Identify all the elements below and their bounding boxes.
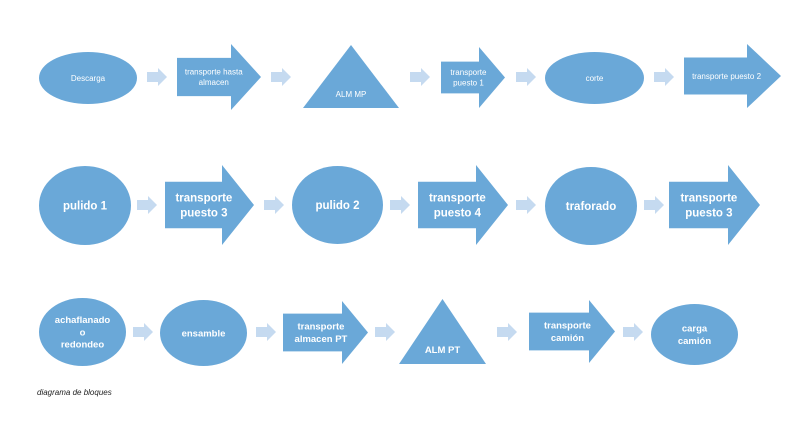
arrow-shape-r1-n2 bbox=[177, 44, 261, 110]
node-label-line-r1-n2-1: transporte hasta bbox=[185, 68, 243, 77]
node-label-r2-n3: pulido 2 bbox=[315, 200, 359, 212]
node-label-r1-n5: corte bbox=[586, 74, 604, 83]
node-label-line-r1-n2-2: almacen bbox=[199, 78, 229, 87]
connector-arrow-r3-4 bbox=[497, 323, 517, 341]
node-label-r1-n3: ALM MP bbox=[336, 90, 367, 99]
connector-arrow-r1-4 bbox=[516, 68, 536, 86]
node-label-line-r2-n1-1: pulido 1 bbox=[63, 201, 108, 213]
triangle-shape-r3-n4 bbox=[399, 299, 486, 364]
node-label-r1-n6: transporte puesto 2 bbox=[692, 72, 761, 81]
ellipse-shape-r1-n1 bbox=[39, 52, 137, 104]
node-label-line-r1-n3-1: ALM MP bbox=[336, 90, 367, 99]
diagram-caption: diagrama de bloques bbox=[37, 388, 112, 397]
circle-shape-r2-n1 bbox=[39, 166, 131, 245]
node-label-line-r2-n6-2: puesto 3 bbox=[685, 208, 732, 220]
node-label-line-r3-n1-2: o bbox=[80, 327, 86, 338]
connector-arrow-r3-1 bbox=[133, 323, 153, 341]
node-label-line-r3-n4-1: ALM PT bbox=[425, 345, 461, 356]
connector-arrow-r2-5 bbox=[644, 196, 664, 214]
connector-arrow-r2-4 bbox=[516, 196, 536, 214]
node-label-r2-n2: transporte puesto 3 bbox=[175, 193, 232, 220]
connector-arrow-r2-1 bbox=[137, 196, 157, 214]
circle-shape-r3-n1 bbox=[39, 298, 126, 366]
node-label-line-r3-n6-2: camión bbox=[678, 336, 711, 347]
node-label-line-r2-n2-1: transporte bbox=[175, 193, 232, 205]
node-label-r2-n5: traforado bbox=[566, 201, 616, 213]
node-label-line-r3-n1-1: achaflanado bbox=[55, 315, 111, 326]
connector-arrow-r2-2 bbox=[264, 196, 284, 214]
node-label-r1-n4: transporte puesto 1 bbox=[450, 68, 487, 87]
node-label-r2-n4: transporte puesto 4 bbox=[429, 193, 486, 220]
ellipse-shape-r3-n2 bbox=[160, 300, 247, 366]
arrow-shape-r1-n4 bbox=[441, 47, 505, 108]
node-label-line-r1-n5-1: corte bbox=[586, 74, 604, 83]
ellipse-shape-r2-n5 bbox=[545, 167, 637, 245]
node-label-line-r2-n4-2: puesto 4 bbox=[434, 208, 482, 220]
connector-arrow-r2-3 bbox=[390, 196, 410, 214]
triangle-shape-r1-n3 bbox=[303, 45, 399, 108]
connector-arrow-r3-3 bbox=[375, 323, 395, 341]
connector-arrow-r3-5 bbox=[623, 323, 643, 341]
circle-shape-r2-n3 bbox=[292, 166, 383, 244]
node-label-line-r1-n4-2: puesto 1 bbox=[453, 79, 484, 88]
connector-arrow-r1-2 bbox=[271, 68, 291, 86]
node-label-line-r1-n6-1: transporte puesto 2 bbox=[692, 72, 761, 81]
ellipse-shape-r1-n5 bbox=[545, 52, 644, 104]
node-label-line-r3-n3-2: almacen PT bbox=[295, 334, 348, 345]
connector-arrow-r3-2 bbox=[256, 323, 276, 341]
arrow-shape-r3-n3 bbox=[283, 301, 368, 364]
arrow-shape-r2-n6 bbox=[669, 165, 760, 245]
node-label-line-r1-n4-1: transporte bbox=[450, 68, 487, 77]
node-label-r2-n6: transporte puesto 3 bbox=[680, 193, 737, 220]
arrow-shape-r2-n4 bbox=[418, 165, 508, 245]
node-label-line-r3-n6-1: carga bbox=[682, 324, 708, 335]
node-label-r3-n4: ALM PT bbox=[425, 345, 461, 356]
connector-arrow-r1-3 bbox=[410, 68, 430, 86]
connector-arrow-r1-1 bbox=[147, 68, 167, 86]
ellipse-shape-r3-n6 bbox=[651, 304, 738, 365]
node-label-r2-n1: pulido 1 bbox=[63, 201, 108, 213]
node-label-line-r3-n2-1: ensamble bbox=[182, 328, 226, 339]
node-label-line-r1-n1-1: Descarga bbox=[71, 74, 106, 83]
node-label-line-r2-n3-1: pulido 2 bbox=[315, 200, 359, 212]
node-label-line-r2-n2-2: puesto 3 bbox=[180, 208, 227, 220]
arrow-shape-r1-n6 bbox=[684, 44, 781, 108]
arrow-shape-r3-n5 bbox=[529, 300, 615, 363]
node-label-line-r2-n5-1: traforado bbox=[566, 201, 616, 213]
node-label-line-r2-n4-1: transporte bbox=[429, 193, 486, 205]
node-label-line-r2-n6-1: transporte bbox=[680, 193, 737, 205]
arrow-shape-r2-n2 bbox=[165, 165, 254, 245]
node-label-line-r3-n3-1: transporte bbox=[297, 322, 344, 333]
node-label-r1-n1: Descarga bbox=[71, 74, 106, 83]
node-label-r3-n2: ensamble bbox=[182, 328, 226, 339]
connector-arrow-r1-5 bbox=[654, 68, 674, 86]
node-label-line-r3-n5-2: camión bbox=[551, 333, 584, 344]
node-label-line-r3-n5-1: transporte bbox=[544, 321, 591, 332]
node-label-line-r3-n1-3: redondeo bbox=[61, 340, 104, 351]
